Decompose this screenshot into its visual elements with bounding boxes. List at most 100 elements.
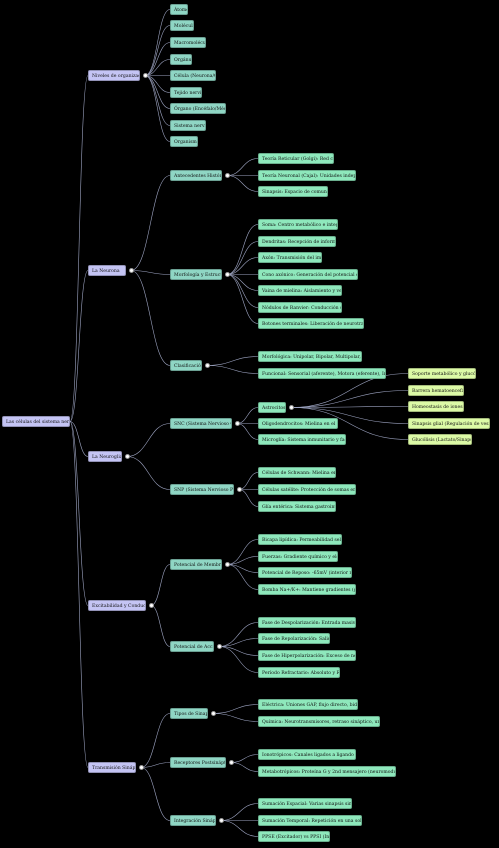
node-funcional-sensorial-aferente-motora-efer[interactable]: Funcional: Sensorial (aferente), Motora …	[258, 368, 386, 379]
node-potencial-de-accion[interactable]: Potencial de Acción	[170, 641, 214, 652]
niveles-de-organizacion-collapse-toggle[interactable]	[142, 73, 148, 78]
node-bomba-na-k-mantiene-gradientes-gasto-atp[interactable]: Bomba Na+/K+: Mantiene gradientes (gasto…	[258, 584, 356, 595]
transmision-sinaptica-collapse-toggle[interactable]	[138, 765, 144, 770]
node-nodulos-de-ranvier-conduccion-saltatoria[interactable]: Nódulos de Ranvier: Conducción saltatori…	[258, 302, 342, 313]
node-axon-transmision-del-impulso[interactable]: Axón: Transmisión del impulso	[258, 252, 322, 263]
node-metabotropicos-proteina-g-y-2nd-mensajer[interactable]: Metabotrópicos: Proteína G y 2nd mensaje…	[258, 766, 396, 777]
node-potencial-de-membrana[interactable]: Potencial de Membrana	[170, 559, 222, 570]
node-fase-de-despolarizacion-entrada-masiva-d[interactable]: Fase de Despolarización: Entrada masiva …	[258, 617, 356, 628]
node-tipos-de-sinapsis[interactable]: Tipos de Sinapsis	[170, 708, 208, 719]
node-antecedentes-historicos[interactable]: Antecedentes Históricos	[170, 170, 222, 181]
antecedentes-historicos-collapse-toggle[interactable]	[224, 173, 230, 178]
node-la-neuroglia[interactable]: La Neuroglia	[88, 451, 122, 462]
node-molecula[interactable]: Molécula	[170, 20, 194, 31]
node-clasificacion[interactable]: Clasificación	[170, 360, 202, 371]
node-sumacion-espacial-varias-sinapsis-simult[interactable]: Sumación Espacial: Varias sinapsis simul…	[258, 798, 352, 809]
astrocitos-collapse-toggle[interactable]	[288, 405, 294, 410]
node-soma-centro-metabolico-e-integracion[interactable]: Soma: Centro metabólico e integración	[258, 219, 338, 230]
node-la-neurona[interactable]: La Neurona	[88, 265, 126, 276]
connector-line	[144, 75, 171, 126]
connector-line	[218, 646, 259, 656]
node-celulas-satelite-proteccion-de-somas-en-[interactable]: Células satélite: Protección de somas en…	[258, 484, 356, 495]
connector-line	[290, 407, 409, 424]
connector-line	[206, 365, 259, 374]
node-organo-encefalo-medula[interactable]: Órgano (Encéfalo/Médula)	[170, 103, 226, 114]
node-oligodendrocitos-mielina-en-el-snc[interactable]: Oligodendrocitos: Mielina en el SNC	[258, 418, 338, 429]
node-microglia-sistema-inmunitario-y-fagocito[interactable]: Microglía: Sistema inmunitario y fagocit…	[258, 434, 346, 445]
la-neurona-collapse-toggle[interactable]	[128, 268, 134, 273]
node-glia-enterica-sistema-gastrointestinal[interactable]: Glía entérica: Sistema gastrointestinal	[258, 501, 336, 512]
connector-line	[218, 622, 259, 647]
connector-line	[238, 489, 259, 507]
node-las-celulas-del-sistema-nervioso[interactable]: Las células del sistema nervioso	[2, 416, 70, 427]
node-celula-neurona-glia[interactable]: Célula (Neurona/Glía)	[170, 70, 216, 81]
node-electrica-uniones-gap-flujo-directo-bidi[interactable]: Eléctrica: Uniones GAP, flujo directo, b…	[258, 699, 358, 710]
node-morfologica-unipolar-bipolar-multipolar-[interactable]: Morfológica: Unipolar, Bipolar, Multipol…	[258, 351, 362, 362]
node-morfologia-y-estructura[interactable]: Morfología y Estructura	[170, 269, 222, 280]
node-periodo-refractario-absoluto-y-relativo[interactable]: Período Refractario: Absoluto y Relativo	[258, 667, 340, 678]
connector-line	[226, 175, 259, 192]
connector-line	[126, 456, 171, 490]
connector-line	[69, 421, 89, 457]
node-sumacion-temporal-repeticion-en-una-sola[interactable]: Sumación Temporal: Repetición en una sol…	[258, 815, 362, 826]
connector-line	[226, 556, 259, 565]
node-snp-sistema-nervioso-periferico[interactable]: SNP (Sistema Nervioso Periférico)	[170, 484, 234, 495]
connector-line	[230, 762, 259, 772]
connector-line	[226, 539, 259, 565]
node-teoria-neuronal-cajal-unidades-independi[interactable]: Teoría Neuronal (Cajal): Unidades indepe…	[258, 170, 356, 181]
node-glucolisis-lactato-sinapsis[interactable]: Glucólisis (Lactato/Sinapsis)	[408, 434, 472, 445]
connector-line	[69, 421, 89, 606]
excitabilidad-y-conductividad-collapse-toggle[interactable]	[148, 603, 154, 608]
clasificacion-collapse-toggle[interactable]	[204, 363, 210, 368]
node-teoria-reticular-golgi-red-continua[interactable]: Teoría Reticular (Golgi): Red continua	[258, 153, 334, 164]
node-integracion-sinaptica[interactable]: Integración Sináptica	[170, 815, 216, 826]
node-snc-sistema-nervioso-central[interactable]: SNC (Sistema Nervioso Central)	[170, 418, 232, 429]
node-sistema-nervioso[interactable]: Sistema nervioso	[170, 120, 206, 131]
node-potencial-de-reposo-65mv-interior-negati[interactable]: Potencial de Reposo: -65mV (interior neg…	[258, 567, 352, 578]
potencial-de-membrana-collapse-toggle[interactable]	[224, 562, 230, 567]
node-homeostasis-de-iones-y-nt[interactable]: Homeostasis de iones y NT	[408, 401, 464, 412]
node-ionotropicos-canales-ligados-a-ligando-r[interactable]: Ionotrópicos: Canales ligados a ligando …	[258, 749, 356, 760]
node-cono-axonico-generacion-del-potencial-de[interactable]: Cono axónico: Generación del potencial d…	[258, 269, 358, 280]
node-quimica-neurotransmisores-retraso-sinapt[interactable]: Química: Neurotransmisores, retraso siná…	[258, 716, 380, 727]
receptores-postsinapticos-collapse-toggle[interactable]	[228, 760, 234, 765]
node-tejido-nervioso[interactable]: Tejido nervioso	[170, 87, 202, 98]
snc-sistema-nervioso-central-collapse-toggle[interactable]	[234, 421, 240, 426]
node-ppse-excitador-vs-ppsi-inhibidor[interactable]: PPSE (Excitador) vs PPSI (Inhibidor)	[258, 831, 330, 842]
la-neuroglia-collapse-toggle[interactable]	[124, 454, 130, 459]
connector-line	[144, 59, 171, 76]
node-atomo[interactable]: Átomo	[170, 4, 188, 15]
node-celulas-de-schwann-mielina-en-el-snp[interactable]: Células de Schwann: Mielina en el SNP	[258, 467, 336, 478]
potencial-de-accion-collapse-toggle[interactable]	[216, 644, 222, 649]
node-barrera-hematoencefalica[interactable]: Barrera hematoencefálica	[408, 385, 464, 396]
node-transmision-sinaptica[interactable]: Transmisión Sináptica	[88, 762, 136, 773]
node-excitabilidad-y-conductividad[interactable]: Excitabilidad y Conductividad	[88, 600, 146, 611]
node-bicapa-lipidica-permeabilidad-selectiva[interactable]: Bicapa lipídica: Permeabilidad selectiva	[258, 534, 342, 545]
integracion-sinaptica-collapse-toggle[interactable]	[218, 818, 224, 823]
node-macromolecula[interactable]: Macromolécula	[170, 37, 206, 48]
node-niveles-de-organizacion[interactable]: Niveles de organización	[88, 70, 140, 81]
node-organismo[interactable]: Organismo	[170, 136, 198, 147]
node-astrocitos[interactable]: Astrocitos	[258, 402, 286, 413]
node-fuerzas-gradiente-quimico-y-electrico[interactable]: Fuerzas: Gradiente químico y eléctrico	[258, 551, 338, 562]
connector-line	[236, 407, 259, 424]
node-organulo[interactable]: Orgánulo	[170, 54, 192, 65]
node-sinapsis-espacio-de-comunicacion[interactable]: Sinapsis: Espacio de comunicación	[258, 186, 328, 197]
morfologia-y-estructura-collapse-toggle[interactable]	[224, 272, 230, 277]
node-botones-terminales-liberacion-de-neurotr[interactable]: Botones terminales: Liberación de neurot…	[258, 318, 364, 329]
connector-line	[290, 407, 409, 440]
node-fase-de-hiperpolarizacion-exceso-de-nega[interactable]: Fase de Hiperpolarización: Exceso de neg…	[258, 650, 356, 661]
node-dendritas-recepcion-de-informacion[interactable]: Dendritas: Recepción de información	[258, 236, 336, 247]
connector-line	[140, 713, 171, 768]
node-soporte-metabolico-y-glucogeno[interactable]: Soporte metabólico y glucógeno	[408, 368, 476, 379]
node-vaina-de-mielina-aislamiento-y-velocidad[interactable]: Vaina de mielina: Aislamiento y velocida…	[258, 285, 342, 296]
node-receptores-postsinapticos[interactable]: Receptores Postsinápticos	[170, 757, 226, 768]
connector-line	[144, 42, 171, 76]
snp-sistema-nervioso-periferico-collapse-toggle[interactable]	[236, 487, 242, 492]
connector-line	[69, 75, 89, 422]
node-fase-de-repolarizacion-salida-de-k[interactable]: Fase de Repolarización: Salida de K+	[258, 633, 330, 644]
tipos-de-sinapsis-collapse-toggle[interactable]	[210, 711, 216, 716]
node-sinapsis-glial-regulacion-de-vesiculas[interactable]: Sinapsis glial (Regulación de vesículas)	[408, 418, 490, 429]
connector-line	[238, 472, 259, 490]
